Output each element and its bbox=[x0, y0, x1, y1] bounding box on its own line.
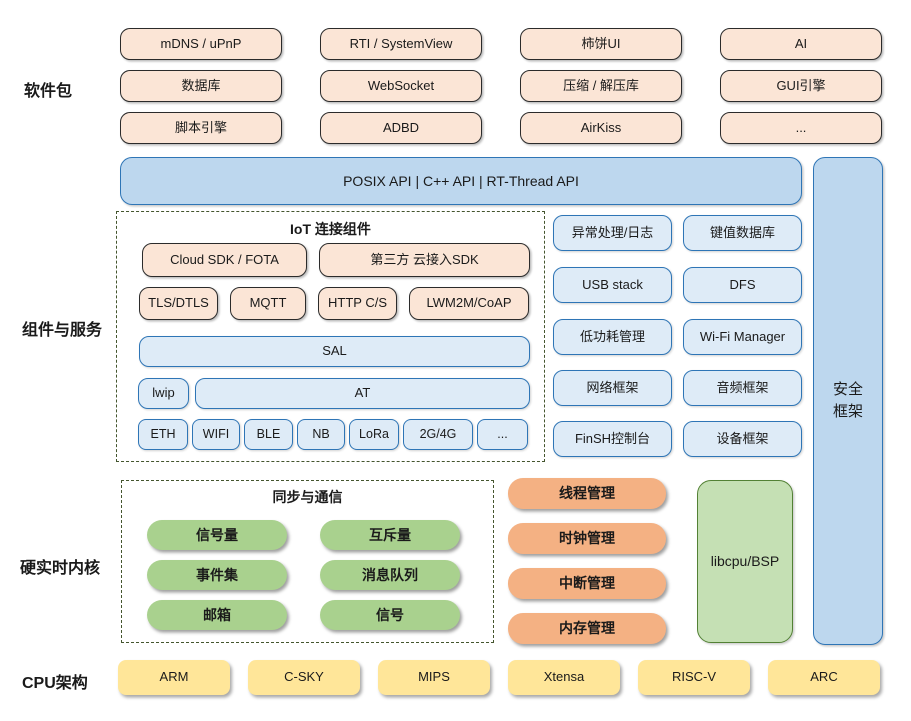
pkg-box-rti-systemview: RTI / SystemView bbox=[320, 28, 482, 60]
pkg-box-websocket: WebSocket bbox=[320, 70, 482, 102]
security-framework-line1: 安全 bbox=[832, 380, 863, 398]
svc-device-framework: 设备框架 bbox=[683, 421, 802, 457]
iot-components-box bbox=[116, 211, 545, 462]
section-label-components-services: 组件与服务 bbox=[22, 322, 103, 339]
iot-third-party-sdk: 第三方 云接入SDK bbox=[319, 243, 530, 277]
iot-link-more: ... bbox=[477, 419, 528, 450]
libcpu-bsp-box: libcpu/BSP bbox=[697, 480, 793, 643]
pkg-box-persimmon-ui: 柿饼UI bbox=[520, 28, 682, 60]
kernel-signal: 信号 bbox=[320, 600, 460, 630]
security-framework-line2: 框架 bbox=[832, 403, 863, 420]
kernel-semaphore: 信号量 bbox=[147, 520, 287, 550]
iot-link-wifi: WIFI bbox=[192, 419, 240, 450]
pkg-box-mdns-upnp: mDNS / uPnP bbox=[120, 28, 282, 60]
pkg-box-airkiss: AirKiss bbox=[520, 112, 682, 144]
cpu-riscv: RISC-V bbox=[638, 660, 750, 695]
section-label-cpu-arch: CPU架构 bbox=[22, 675, 88, 692]
kernel-interrupt-mgmt: 中断管理 bbox=[508, 568, 666, 599]
cpu-arc: ARC bbox=[768, 660, 880, 695]
pkg-box-ai: AI bbox=[720, 28, 882, 60]
iot-link-lora: LoRa bbox=[349, 419, 399, 450]
pkg-box-database: 数据库 bbox=[120, 70, 282, 102]
svc-dfs: DFS bbox=[683, 267, 802, 303]
kernel-clock-mgmt: 时钟管理 bbox=[508, 523, 666, 554]
kernel-message-queue: 消息队列 bbox=[320, 560, 460, 590]
section-label-software-packages: 软件包 bbox=[24, 83, 73, 100]
iot-mqtt: MQTT bbox=[230, 287, 306, 320]
iot-sal: SAL bbox=[139, 336, 530, 367]
iot-at: AT bbox=[195, 378, 530, 409]
iot-lwm2m-coap: LWM2M/CoAP bbox=[409, 287, 529, 320]
pkg-box-gui-engine: GUI引擎 bbox=[720, 70, 882, 102]
svc-finsh-console: FinSH控制台 bbox=[553, 421, 672, 457]
iot-link-ble: BLE bbox=[244, 419, 293, 450]
iot-http-cs: HTTP C/S bbox=[318, 287, 397, 320]
svc-network-framework: 网络框架 bbox=[553, 370, 672, 406]
svc-exception-log: 异常处理/日志 bbox=[553, 215, 672, 251]
svc-low-power: 低功耗管理 bbox=[553, 319, 672, 355]
pkg-box-adbd: ADBD bbox=[320, 112, 482, 144]
kernel-mutex: 互斥量 bbox=[320, 520, 460, 550]
pkg-box-script-engine: 脚本引擎 bbox=[120, 112, 282, 144]
iot-link-2g4g: 2G/4G bbox=[403, 419, 473, 450]
section-label-kernel: 硬实时内核 bbox=[20, 560, 101, 577]
iot-tls-dtls: TLS/DTLS bbox=[139, 287, 218, 320]
pkg-box-compress: 压缩 / 解压库 bbox=[520, 70, 682, 102]
cpu-mips: MIPS bbox=[378, 660, 490, 695]
kernel-mailbox: 邮箱 bbox=[147, 600, 287, 630]
sync-comm-title: 同步与通信 bbox=[272, 489, 343, 505]
svc-audio-framework: 音频框架 bbox=[683, 370, 802, 406]
kernel-thread-mgmt: 线程管理 bbox=[508, 478, 666, 509]
cpu-arm: ARM bbox=[118, 660, 230, 695]
kernel-memory-mgmt: 内存管理 bbox=[508, 613, 666, 644]
iot-cloud-sdk-fota: Cloud SDK / FOTA bbox=[142, 243, 307, 277]
svc-wifi-manager: Wi-Fi Manager bbox=[683, 319, 802, 355]
iot-lwip: lwip bbox=[138, 378, 189, 409]
pkg-box-more: ... bbox=[720, 112, 882, 144]
kernel-event-set: 事件集 bbox=[147, 560, 287, 590]
cpu-csky: C-SKY bbox=[248, 660, 360, 695]
iot-link-eth: ETH bbox=[138, 419, 188, 450]
cpu-xtensa: Xtensa bbox=[508, 660, 620, 695]
sync-comm-box bbox=[121, 480, 494, 643]
security-framework-bar: 安全 框架 bbox=[813, 157, 883, 645]
iot-components-title: IoT 连接组件 bbox=[290, 221, 371, 237]
iot-link-nb: NB bbox=[297, 419, 345, 450]
svc-kv-database: 键值数据库 bbox=[683, 215, 802, 251]
api-bar: POSIX API | C++ API | RT-Thread API bbox=[120, 157, 802, 205]
svc-usb-stack: USB stack bbox=[553, 267, 672, 303]
